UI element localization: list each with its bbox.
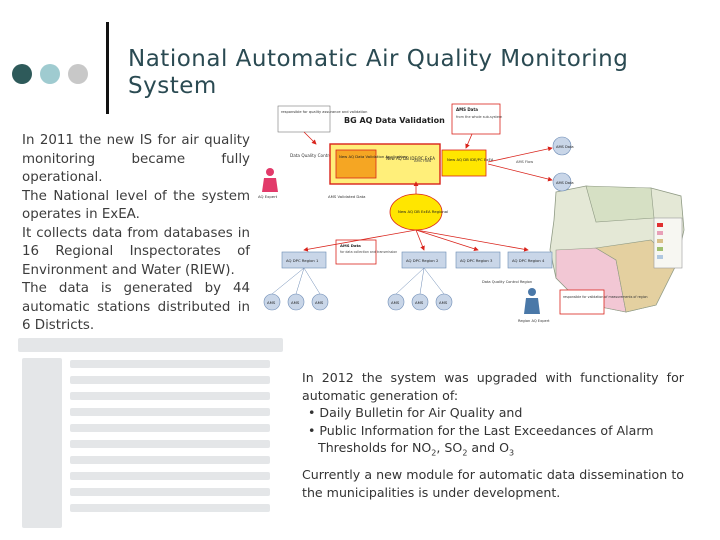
- data-validation-diagram: BG AQ Data Validation responsible for qu…: [258, 103, 685, 323]
- left-paragraph-1: In 2011 the new IS for air quality monit…: [22, 133, 250, 185]
- bullet-daily-bulletin: • Daily Bulletin for Air Quality and: [308, 405, 523, 421]
- station-4: AMS: [391, 300, 400, 305]
- ams-data-r1: AMS Data: [556, 145, 574, 149]
- region-3: AQ DPC Region 3: [460, 258, 493, 263]
- regional-db: New AQ DB ExEA Regional: [398, 209, 448, 214]
- bullet-thresholds: Thresholds for NO2, SO2 and O3: [302, 439, 684, 462]
- so2-subscript: 2: [462, 448, 468, 458]
- decorative-dot-dark: [12, 64, 32, 84]
- station-2: AMS: [291, 300, 300, 305]
- data-quality-control-label: Data Quality Control Procedures: [290, 153, 357, 158]
- right-description: In 2012 the system was upgraded with fun…: [302, 369, 684, 502]
- separator-so2: , SO: [436, 440, 463, 456]
- ams-data-mid-note: for data collection and transmission: [340, 250, 397, 254]
- new-aq-db-label: New AQ DB IDE/PC ExEA: [386, 156, 435, 161]
- ams-flow-label-b: AMS Flow: [516, 160, 533, 164]
- closing-paragraph: Currently a new module for automatic dat…: [302, 467, 684, 501]
- ams-data-r2: AMS Data: [556, 181, 574, 185]
- new-aq-data-app: New AQ Data Validation Application: [339, 154, 407, 159]
- expert-note: responsible for validation of measuremen…: [563, 295, 648, 299]
- region-4: AQ DPC Region 4: [512, 258, 545, 263]
- region-2: AQ DPC Region 2: [406, 258, 439, 263]
- o3-subscript: 3: [509, 448, 515, 458]
- ams-data-mid: AMS Data: [340, 243, 361, 248]
- left-paragraph-4: The data is generated by 44 automatic st…: [22, 281, 250, 333]
- bullet-public-info: • Public Information for the Last Exceed…: [308, 422, 654, 438]
- ams-data-top: AMS Data: [456, 107, 478, 112]
- region-center-label: Data Quality Control Region: [482, 280, 532, 284]
- ams-data-top-note: from the whole sub-system: [456, 115, 503, 119]
- region-boxes: AQ DPC Region 1 AQ DPC Region 2 AQ DPC R…: [281, 251, 553, 269]
- station-6: AMS: [439, 300, 448, 305]
- title-divider: [106, 22, 109, 114]
- station-1: AMS: [267, 300, 276, 305]
- station-circles: AMS AMS AMS AMS AMS AMS: [263, 293, 453, 311]
- slide-title: National Automatic Air Quality Monitorin…: [128, 46, 629, 99]
- separator-o3: and O: [467, 440, 510, 456]
- upgrade-intro: In 2012 the system was upgraded with fun…: [302, 370, 684, 403]
- region-1: AQ DPC Region 1: [286, 258, 319, 263]
- aq-expert-top-icon: [262, 168, 278, 192]
- aq-expert-top: AQ Expert: [258, 194, 278, 199]
- aq-expert-bottom-icon: [524, 288, 540, 314]
- faded-screenshot-image: [18, 338, 283, 536]
- decorative-dot-teal: [40, 64, 60, 84]
- new-aq-db-box: New AQ DB IDE/PC ExEA: [447, 157, 494, 162]
- ams-validated-label: AMS Validated Data: [328, 194, 365, 199]
- diagram-header: BG AQ Data Validation: [344, 116, 445, 125]
- bulgaria-map: [549, 185, 685, 313]
- station-5: AMS: [415, 300, 424, 305]
- left-description: In 2011 the new IS for air quality monit…: [22, 132, 250, 336]
- station-3: AMS: [315, 300, 324, 305]
- left-paragraph-3: It collects data from databases in 16 Re…: [22, 225, 250, 278]
- thresholds-prefix: Thresholds for NO: [318, 440, 432, 456]
- ams-flow-label-a: AMS Flow: [414, 159, 431, 163]
- left-paragraph-2: The National level of the system operate…: [22, 188, 250, 223]
- aq-expert-bottom: Region AQ Expert: [518, 319, 550, 323]
- no2-subscript: 2: [431, 448, 437, 458]
- responsible-note: responsible for quality assurance and va…: [281, 110, 367, 114]
- decorative-dot-gray: [68, 64, 88, 84]
